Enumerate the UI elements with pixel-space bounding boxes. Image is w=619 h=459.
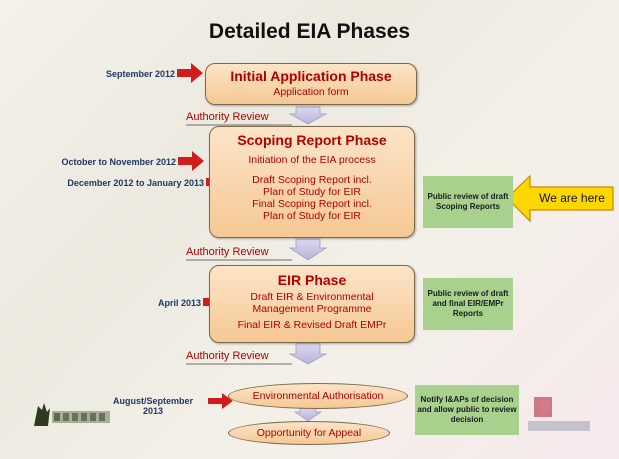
slide-title: Detailed EIA Phases xyxy=(208,20,411,43)
company-logo-left xyxy=(32,400,112,428)
company-logo-right xyxy=(526,395,592,437)
scoping-report-phase-box: Scoping Report Phase Initiation of the E… xyxy=(209,126,415,238)
initial-phase-heading: Initial Application Phase xyxy=(230,68,392,84)
eir-phase-box: EIR Phase Draft EIR & Environmental Mana… xyxy=(209,265,415,343)
note-notify-decision: Notify I&APs of decision and allow publi… xyxy=(415,385,519,435)
eir-line-1: Draft EIR & Environmental xyxy=(250,291,374,303)
scoping-line-2: Draft Scoping Report incl. xyxy=(252,174,372,186)
scoping-phase-heading: Scoping Report Phase xyxy=(237,132,387,148)
down-arrow-2 xyxy=(288,238,328,261)
authority-review-1: Authority Review xyxy=(186,111,269,123)
note-public-review-eir: Public review of draft and final EIR/EMP… xyxy=(423,278,513,330)
authority-review-2: Authority Review xyxy=(186,246,269,258)
authority-review-3: Authority Review xyxy=(186,350,269,362)
scoping-line-5: Plan of Study for EIR xyxy=(262,210,362,222)
opportunity-for-appeal-oval: Opportunity for Appeal xyxy=(228,421,390,445)
appeal-label: Opportunity for Appeal xyxy=(256,427,362,439)
eir-line-3: Final EIR & Revised Draft EMPr xyxy=(237,319,387,331)
date-aug-sep-line-2: 2013 xyxy=(142,406,164,416)
note-eir-text: Public review of draft and final EIR/EMP… xyxy=(427,289,509,318)
note-scoping-text: Public review of draft Scoping Reports xyxy=(427,192,509,211)
date-september-2012: September 2012 xyxy=(105,69,175,79)
scoping-line-3: Plan of Study for EIR xyxy=(262,186,362,198)
we-are-here-label: We are here xyxy=(539,191,605,205)
environmental-authorisation-oval: Environmental Authorisation xyxy=(228,383,408,409)
down-arrow-1 xyxy=(288,106,328,125)
we-are-here-arrow xyxy=(506,174,614,223)
initial-phase-line: Application form xyxy=(273,86,349,98)
down-arrow-4 xyxy=(293,406,323,422)
note-decision-text: Notify I&APs of decision and allow publi… xyxy=(417,395,517,424)
date-aug-sep-line-1: August/September xyxy=(112,396,193,406)
date-arrow-2 xyxy=(178,151,204,171)
scoping-line-4: Final Scoping Report incl. xyxy=(252,198,372,210)
date-arrow-5 xyxy=(208,393,233,409)
eir-phase-heading: EIR Phase xyxy=(277,272,347,288)
authorisation-label: Environmental Authorisation xyxy=(252,390,384,402)
scoping-line-1: Initiation of the EIA process xyxy=(248,154,376,166)
date-arrow-1 xyxy=(177,63,203,83)
date-dec-2012-jan-2013: December 2012 to January 2013 xyxy=(67,178,204,188)
down-arrow-3 xyxy=(288,342,328,365)
initial-application-phase-box: Initial Application Phase Application fo… xyxy=(205,63,417,105)
note-public-review-scoping: Public review of draft Scoping Reports xyxy=(423,176,513,228)
eir-line-2: Management Programme xyxy=(252,303,372,315)
date-april-2013: April 2013 xyxy=(157,298,201,308)
date-aug-sep-2013: August/September 2013 xyxy=(100,396,206,416)
date-oct-nov-2012: October to November 2012 xyxy=(61,157,176,167)
